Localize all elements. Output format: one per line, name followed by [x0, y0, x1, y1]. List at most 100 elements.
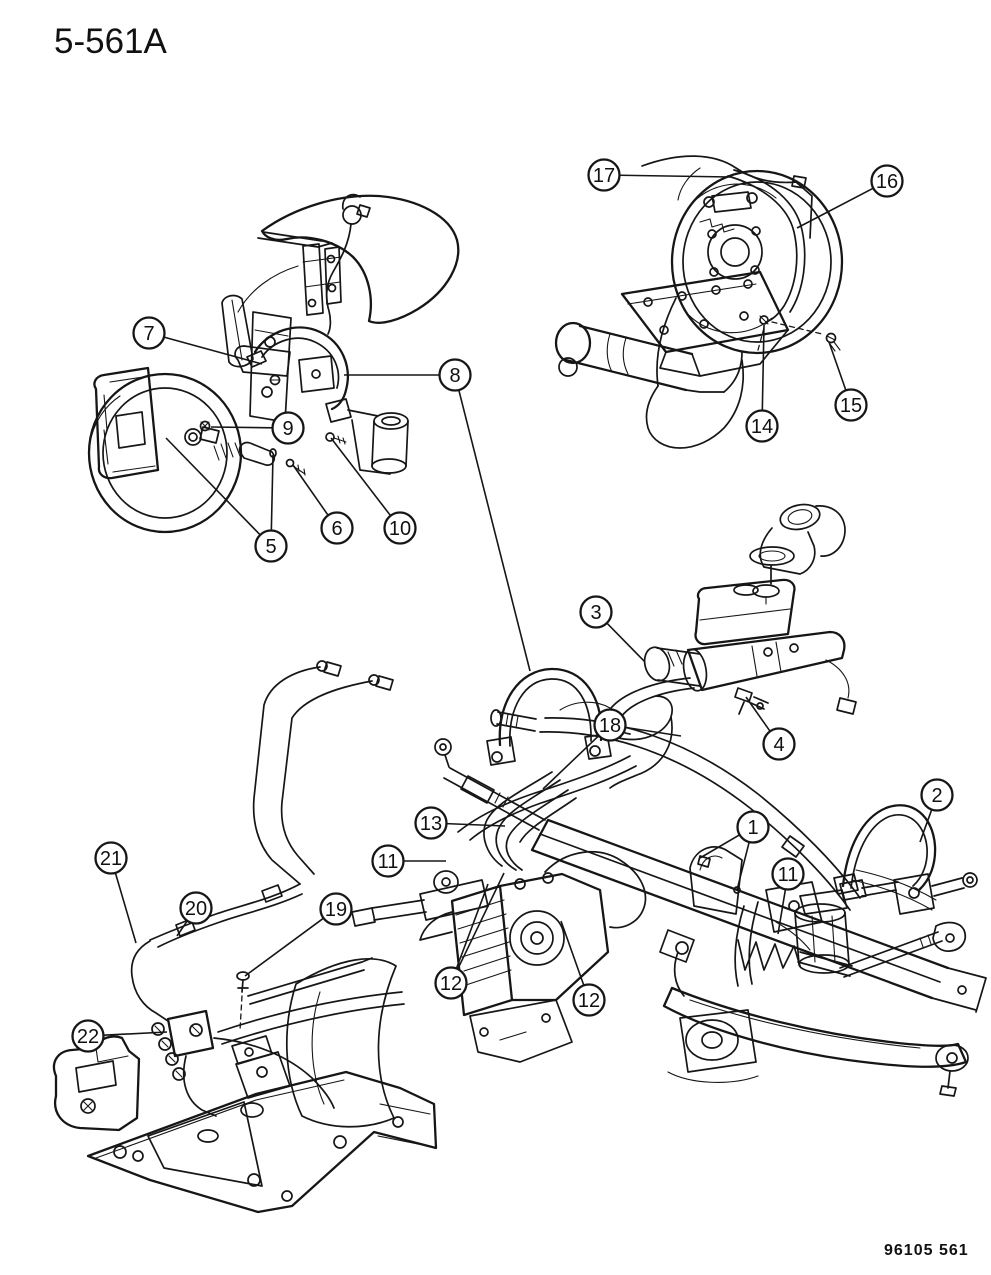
callout-leader [292, 464, 329, 516]
abs-pump-motor [509, 910, 565, 966]
callout-10[interactable]: 10 [330, 437, 417, 545]
callout-number: 14 [751, 416, 773, 438]
callout-11[interactable]: 11 [371, 844, 447, 878]
figure-code: 5-561A [54, 22, 168, 61]
callout-21[interactable]: 21 [94, 841, 137, 944]
callout-12[interactable]: 12 [434, 872, 505, 1000]
callout-circle[interactable] [371, 844, 405, 878]
callout-number: 1 [747, 817, 758, 839]
callout-circle[interactable] [870, 164, 904, 198]
callout-19[interactable]: 19 [244, 892, 353, 977]
callout-16[interactable]: 16 [796, 164, 904, 229]
callout-circle[interactable] [593, 708, 627, 742]
callout-number: 9 [282, 418, 293, 440]
callout-2[interactable]: 2 [919, 778, 954, 843]
callout-1[interactable]: 1 [699, 810, 770, 891]
brake-caliper [93, 366, 160, 480]
abs-tubes [495, 779, 561, 871]
callout-circle[interactable] [414, 806, 448, 840]
callout-leader [919, 809, 933, 843]
callout-5[interactable]: 5 [165, 437, 288, 563]
rear-brake-hose [727, 175, 798, 323]
callout-number: 7 [143, 323, 154, 345]
callout-circle[interactable] [132, 316, 166, 350]
brake-rotor [87, 372, 243, 534]
front-caliper-assembly [87, 193, 460, 534]
callout-leader [542, 735, 600, 790]
reservoir-cap [779, 503, 821, 531]
callout-leader [828, 341, 847, 391]
brake-tube [457, 755, 631, 833]
callout-3[interactable]: 3 [579, 595, 646, 663]
callout-number: 12 [578, 990, 600, 1012]
callout-circle[interactable] [762, 727, 796, 761]
callout-leader [736, 841, 750, 891]
callout-circle[interactable] [94, 841, 128, 875]
callout-circle[interactable] [587, 158, 621, 192]
callout-9[interactable]: 9 [210, 411, 305, 445]
callout-circle[interactable] [736, 810, 770, 844]
callout-leader [457, 872, 505, 970]
callout-14[interactable]: 14 [745, 324, 779, 443]
callout-number: 16 [876, 171, 898, 193]
callout-12[interactable]: 12 [560, 920, 606, 1017]
callout-circle[interactable] [383, 511, 417, 545]
callout-leader [176, 920, 188, 937]
callout-number: 2 [931, 785, 942, 807]
callout-circle[interactable] [434, 966, 468, 1000]
fluid-reservoir [694, 578, 796, 646]
brake-tube [544, 717, 861, 899]
callout-18[interactable]: 18 [542, 708, 682, 790]
junction-block [166, 1009, 215, 1058]
callout-circle[interactable] [254, 529, 288, 563]
callout-leader [330, 437, 392, 517]
callout-circle[interactable] [579, 595, 613, 629]
rear-brake-hose-line [149, 883, 301, 941]
callout-number: 4 [773, 734, 784, 756]
crossmember-abs-assembly [351, 667, 987, 1097]
callout-number: 8 [449, 365, 460, 387]
callout-number: 11 [778, 864, 799, 886]
callout-circle[interactable] [71, 1019, 105, 1053]
callout-number: 17 [593, 165, 615, 187]
callout-number: 12 [440, 973, 462, 995]
skirt-panel [285, 958, 397, 1128]
callout-circle[interactable] [179, 891, 213, 925]
anchor-bracket [52, 1035, 141, 1132]
callout-20[interactable]: 20 [176, 891, 213, 937]
callout-circle[interactable] [320, 511, 354, 545]
callout-leader [699, 834, 741, 859]
rear-brake-tube [641, 155, 813, 239]
callout-17[interactable]: 17 [587, 158, 732, 192]
callout-number: 15 [840, 395, 862, 417]
callout-circle[interactable] [834, 388, 868, 422]
callout-8[interactable]: 8 [344, 358, 531, 672]
callout-circle[interactable] [438, 358, 472, 392]
callout-leader [606, 622, 646, 663]
callout-circle[interactable] [572, 983, 606, 1017]
callout-number: 20 [185, 898, 207, 920]
callout-22[interactable]: 22 [71, 1019, 168, 1053]
rear-brake-tube [252, 666, 321, 885]
callout-leader [103, 1031, 168, 1037]
callout-circle[interactable] [920, 778, 954, 812]
callout-number: 22 [77, 1026, 99, 1048]
front-brake-hose-center [498, 667, 603, 747]
callout-leader [455, 883, 489, 969]
callout-11[interactable]: 11 [771, 857, 805, 935]
callout-circle[interactable] [271, 411, 305, 445]
callout-circle[interactable] [745, 409, 779, 443]
callout-circle[interactable] [771, 857, 805, 891]
callout-15[interactable]: 15 [828, 341, 868, 422]
callout-number: 21 [100, 848, 122, 870]
callout-6[interactable]: 6 [292, 464, 354, 545]
rear-drum-assembly [554, 155, 844, 449]
diagram-art [52, 155, 987, 1214]
callout-4[interactable]: 4 [745, 696, 796, 761]
callout-7[interactable]: 7 [132, 316, 263, 365]
rear-axle-tube [564, 324, 694, 392]
crossmember-beam [530, 818, 950, 1000]
callout-13[interactable]: 13 [414, 806, 506, 840]
callout-circle[interactable] [319, 892, 353, 926]
callout-number: 19 [325, 899, 347, 921]
